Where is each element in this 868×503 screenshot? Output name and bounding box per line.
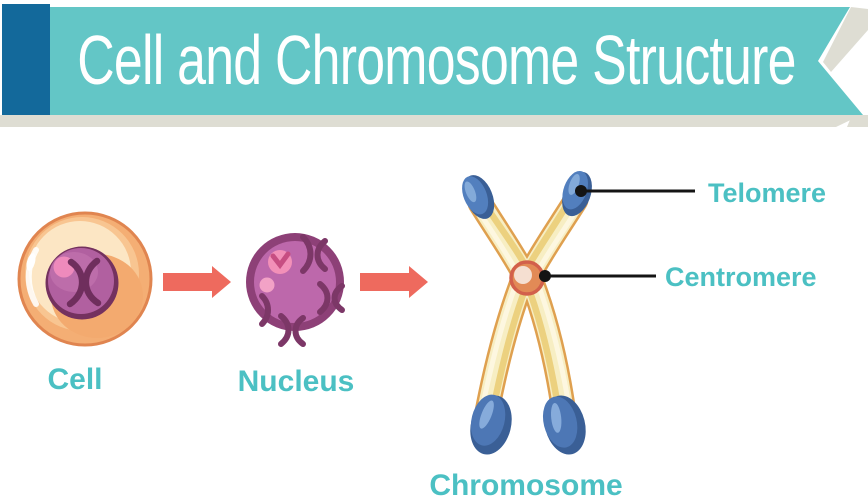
- telomere-cap-bottom-right: [542, 395, 586, 455]
- banner-shadow-notch: [823, 7, 868, 72]
- nucleolus-mark: [270, 251, 291, 270]
- header-title-wrap: Cell and Chromosome Structure: [30, 21, 842, 99]
- cell-highlight-dot: [26, 253, 36, 271]
- right-arrow-2: [360, 266, 428, 298]
- cell-label: Cell: [47, 363, 103, 396]
- right-arrow-1: [163, 266, 231, 298]
- cell-illustration: [17, 211, 153, 347]
- banner-shadow-corner: [847, 115, 868, 127]
- banner-teal-ribbon: [50, 7, 863, 115]
- cell-chromatin-right: [82, 257, 102, 307]
- cell-chromatin-left: [66, 258, 86, 308]
- header-banner: [0, 4, 868, 127]
- telomere-cap-bottom-left: [470, 394, 512, 455]
- callout-dot-telomere: [575, 185, 587, 197]
- page-title: Cell and Chromosome Structure: [76, 21, 796, 99]
- callout-telomere: [575, 185, 695, 197]
- callout-dot-centromere: [539, 270, 551, 282]
- callout-centromere: [539, 270, 656, 282]
- nucleus-chromatin: [259, 234, 345, 347]
- nucleus-label: Nucleus: [237, 365, 355, 398]
- telomere-cap-top-left: [462, 175, 495, 219]
- telomere-label: Telomere: [708, 178, 827, 208]
- chromosome-illustration: [462, 170, 695, 455]
- centromere-label: Centromere: [665, 262, 817, 292]
- banner-shadow-strip: [0, 115, 861, 127]
- chromosome-label: Chromosome: [429, 469, 623, 502]
- banner-blue-block: [2, 4, 50, 115]
- centromere-body: [509, 260, 545, 296]
- nucleolus-small: [259, 277, 275, 293]
- nucleus-illustration: [246, 233, 345, 347]
